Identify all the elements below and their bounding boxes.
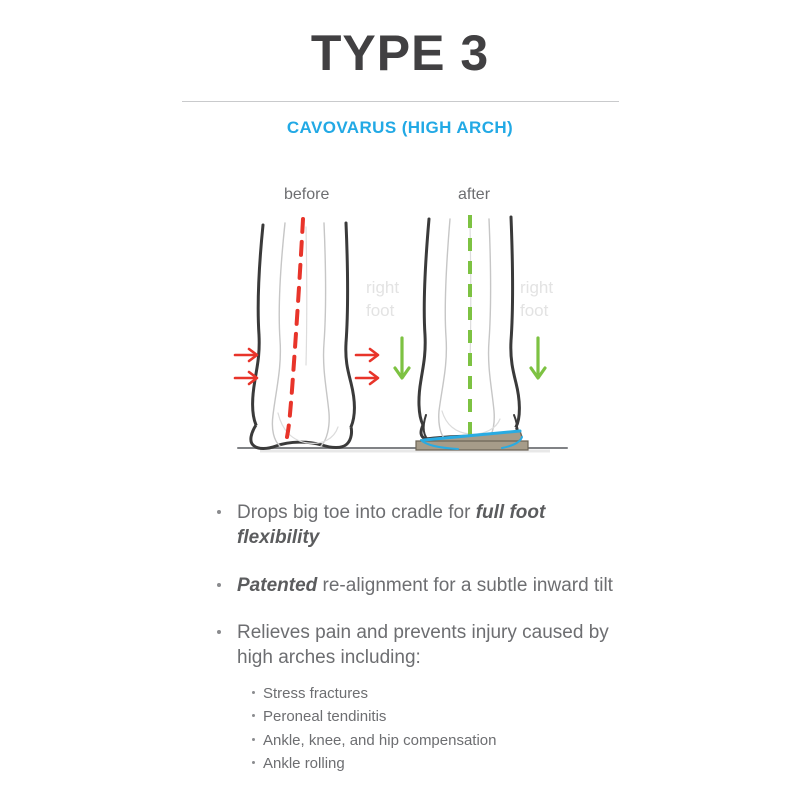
page-title: TYPE 3 xyxy=(310,25,490,81)
sub-bullet-dot-icon xyxy=(252,737,255,741)
right-foot-watermark-after: right foot xyxy=(520,277,553,323)
sub-bullet-dot-icon xyxy=(252,691,255,694)
before-heel-inner-curve xyxy=(277,412,339,444)
bullet-text-1: Patented re-alignment for a subtle inwar… xyxy=(237,575,613,596)
after-inner-contour-1 xyxy=(438,218,451,439)
before-leg-outline-right xyxy=(334,221,356,449)
pressure-arrow-left-lower xyxy=(233,370,259,386)
misalignment-axis-line xyxy=(285,217,305,439)
orthotic-rim-highlight xyxy=(420,439,459,450)
list-item: Patented re-alignment for a subtle inwar… xyxy=(212,573,632,598)
right-foot-line-1: right xyxy=(520,278,554,297)
before-foot-group xyxy=(233,217,380,450)
bullet-dot-icon xyxy=(217,582,221,587)
after-label: after xyxy=(458,186,491,203)
illustration-canvas xyxy=(233,215,568,453)
after-leg-outline-left xyxy=(417,217,437,443)
orthotic-top-edge-highlight xyxy=(422,429,522,442)
load-arrow-right xyxy=(529,336,547,380)
before-heel-outline xyxy=(249,424,353,450)
before-inner-contour-2 xyxy=(320,222,330,447)
sublist-item: Ankle, knee, and hip compensation xyxy=(252,729,632,752)
bullet-text-0: Drops big toe into cradle for full foot … xyxy=(237,502,545,548)
pressure-arrow-left-upper xyxy=(233,347,259,363)
sub-bullet-dot-icon xyxy=(252,760,255,764)
after-inner-contour-2 xyxy=(487,218,495,439)
before-leg-outline-left xyxy=(251,223,272,448)
sublist-item: Ankle rolling xyxy=(252,752,632,775)
bullet-text-2: Relieves pain and prevents injury caused… xyxy=(237,621,609,669)
right-foot-line-2: foot xyxy=(366,300,395,320)
pressure-arrow-right-lower xyxy=(354,370,380,386)
foot-comparison-illustration: before after right foot right foot xyxy=(230,175,575,465)
sub-bullet-dot-icon xyxy=(252,714,255,718)
sublist-item-label: Ankle rolling xyxy=(263,754,345,772)
bullet-text-plain: Drops big toe into cradle for xyxy=(237,502,476,523)
header-divider xyxy=(182,101,619,102)
sublist-item: Stress fractures xyxy=(252,682,632,705)
after-leg-outline-right xyxy=(502,215,521,443)
bullet-text-emphasis: full foot flexibility xyxy=(237,502,546,549)
orthotic-rim-highlight-right xyxy=(501,436,523,449)
before-label: before xyxy=(284,186,330,203)
right-foot-watermark-before: right foot xyxy=(366,277,399,323)
bullet-dot-icon xyxy=(217,510,221,514)
list-item: Relieves pain and prevents injury caused… xyxy=(212,620,632,671)
right-foot-line-1: right xyxy=(366,278,400,297)
bullet-text-plain: re-alignment for a subtle inward tilt xyxy=(317,574,613,596)
after-foot-group xyxy=(393,215,547,451)
benefits-list: Drops big toe into cradle for full foot … xyxy=(212,500,632,670)
conditions-sublist: Stress fractures Peroneal tendinitis Ank… xyxy=(252,682,632,775)
load-arrow-left xyxy=(393,336,411,380)
bullet-text-emphasis: Patented xyxy=(237,574,318,596)
before-inner-contour-3 xyxy=(305,226,308,366)
before-inner-contour-1 xyxy=(271,222,286,447)
orthotic-insert xyxy=(415,429,529,451)
page-subtitle: CAVOVARUS (HIGH ARCH) xyxy=(286,118,514,137)
sublist-item: Peroneal tendinitis xyxy=(252,705,632,728)
right-foot-line-2: foot xyxy=(520,300,549,320)
list-item: Drops big toe into cradle for full foot … xyxy=(212,500,632,551)
sublist-item-label: Ankle, knee, and hip compensation xyxy=(263,731,497,749)
bullet-dot-icon xyxy=(217,629,221,634)
sublist-item-label: Stress fractures xyxy=(263,685,369,702)
sublist-item-label: Peroneal tendinitis xyxy=(263,708,387,726)
pressure-arrow-right-upper xyxy=(354,347,380,363)
